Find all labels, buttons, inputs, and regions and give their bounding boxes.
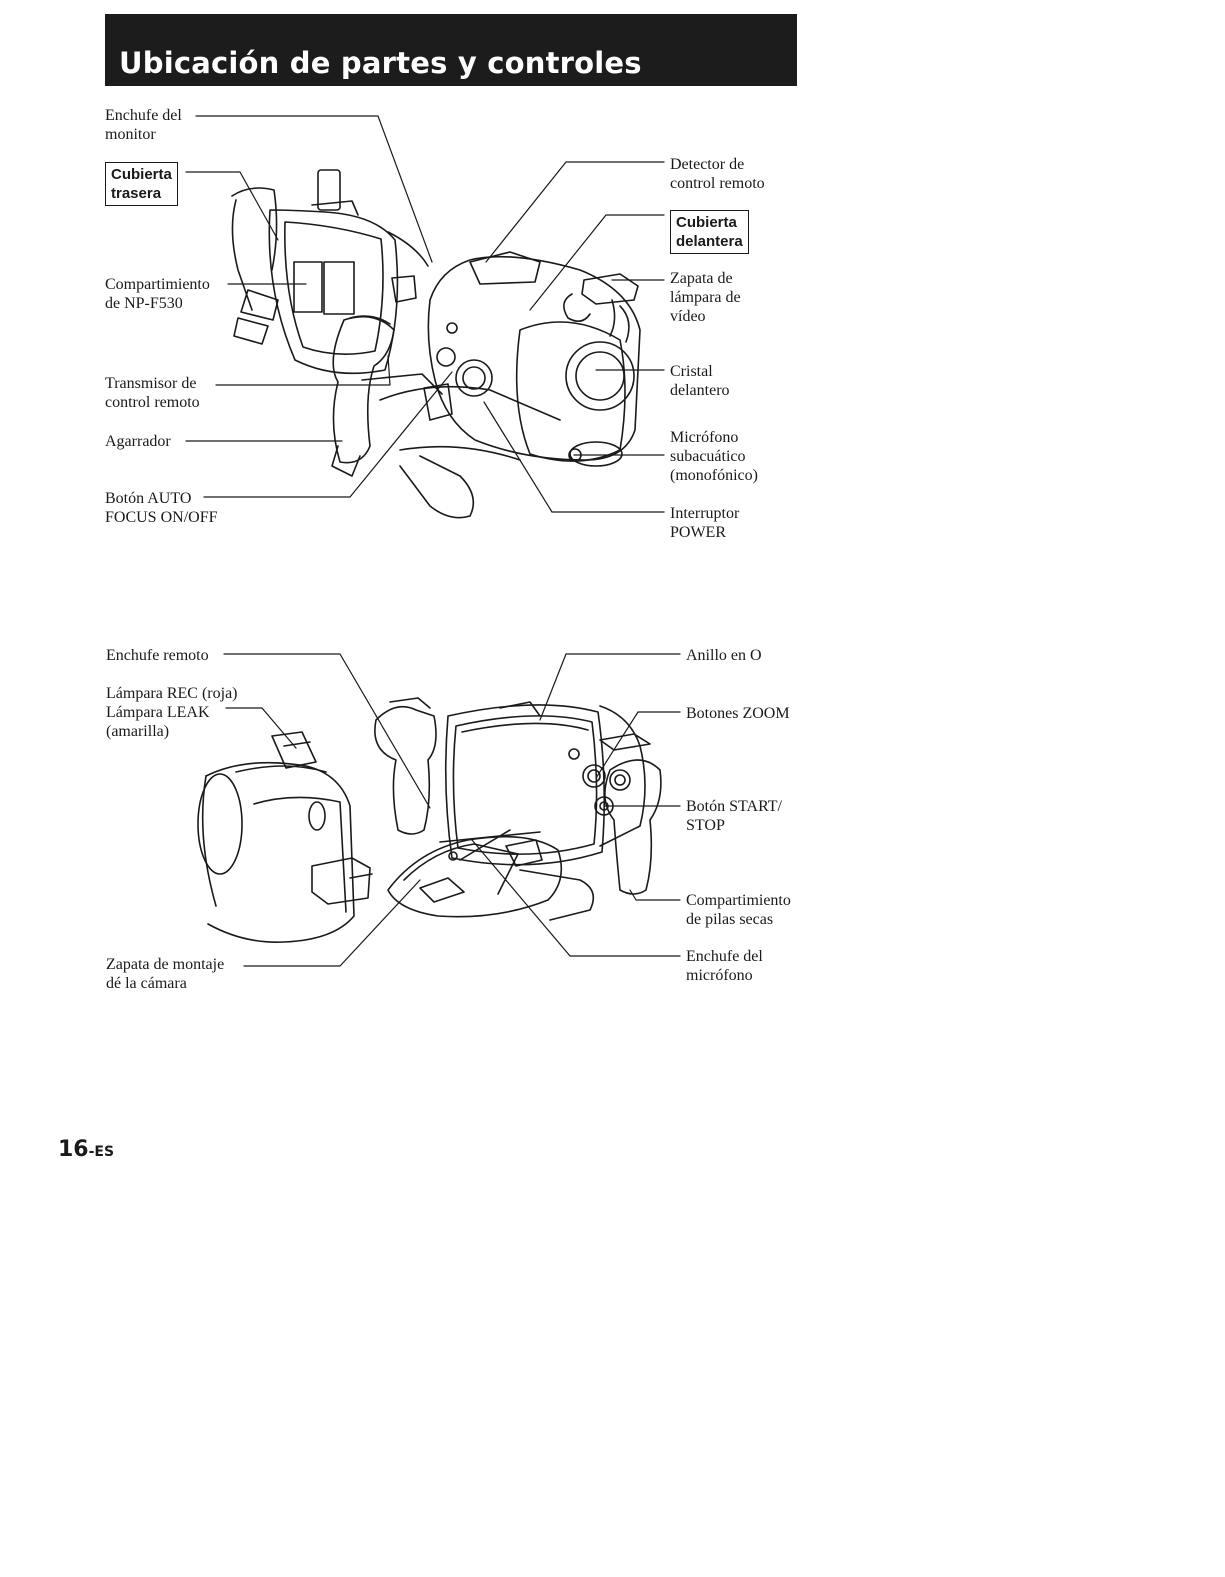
label-af-button: Botón AUTO FOCUS ON/OFF: [105, 490, 218, 526]
label-o-ring: Anillo en O: [686, 647, 762, 664]
label-monitor-jack: Enchufe del monitor: [105, 107, 182, 143]
figure2-leader-lines: [223, 653, 681, 967]
label-remote-transmitter: Transmisor de control remoto: [105, 375, 200, 411]
label-microphone: Micrófono subacuático (monofónico): [670, 429, 758, 484]
page-number: 16-ES: [58, 1137, 114, 1162]
label-grip: Agarrador: [105, 433, 171, 450]
label-dry-battery: Compartimiento de pilas secas: [686, 892, 791, 928]
figure1-leader-lines: [185, 115, 665, 513]
label-rear-cover: Cubierta trasera: [105, 162, 178, 206]
label-front-cover: Cubierta delantera: [670, 210, 749, 254]
figure2-drawing: [197, 697, 662, 943]
page-title: Ubicación de partes y controles: [119, 46, 642, 80]
label-start-stop: Botón START/ STOP: [686, 798, 782, 834]
label-rec-leak-lamp: Lámpara REC (roja) Lámpara LEAK (amarill…: [106, 685, 238, 740]
label-remote-jack: Enchufe remoto: [106, 647, 209, 664]
label-mount-shoe: Zapata de montaje dé la cámara: [106, 956, 225, 992]
label-lamp-shoe: Zapata de lámpara de vídeo: [670, 270, 741, 325]
label-battery-compartment: Compartimiento de NP-F530: [105, 276, 210, 312]
label-front-glass: Cristal delantero: [670, 363, 730, 399]
label-zoom-buttons: Botones ZOOM: [686, 705, 790, 722]
label-mic-jack: Enchufe del micrófono: [686, 948, 763, 984]
page-number-value: 16: [58, 1137, 89, 1162]
label-remote-detector: Detector de control remoto: [670, 156, 765, 192]
figure1-drawing: [231, 169, 641, 519]
label-power-switch: Interruptor POWER: [670, 505, 740, 541]
page-number-suffix: -ES: [88, 1144, 115, 1160]
page-title-bar: Ubicación de partes y controles: [105, 14, 797, 86]
